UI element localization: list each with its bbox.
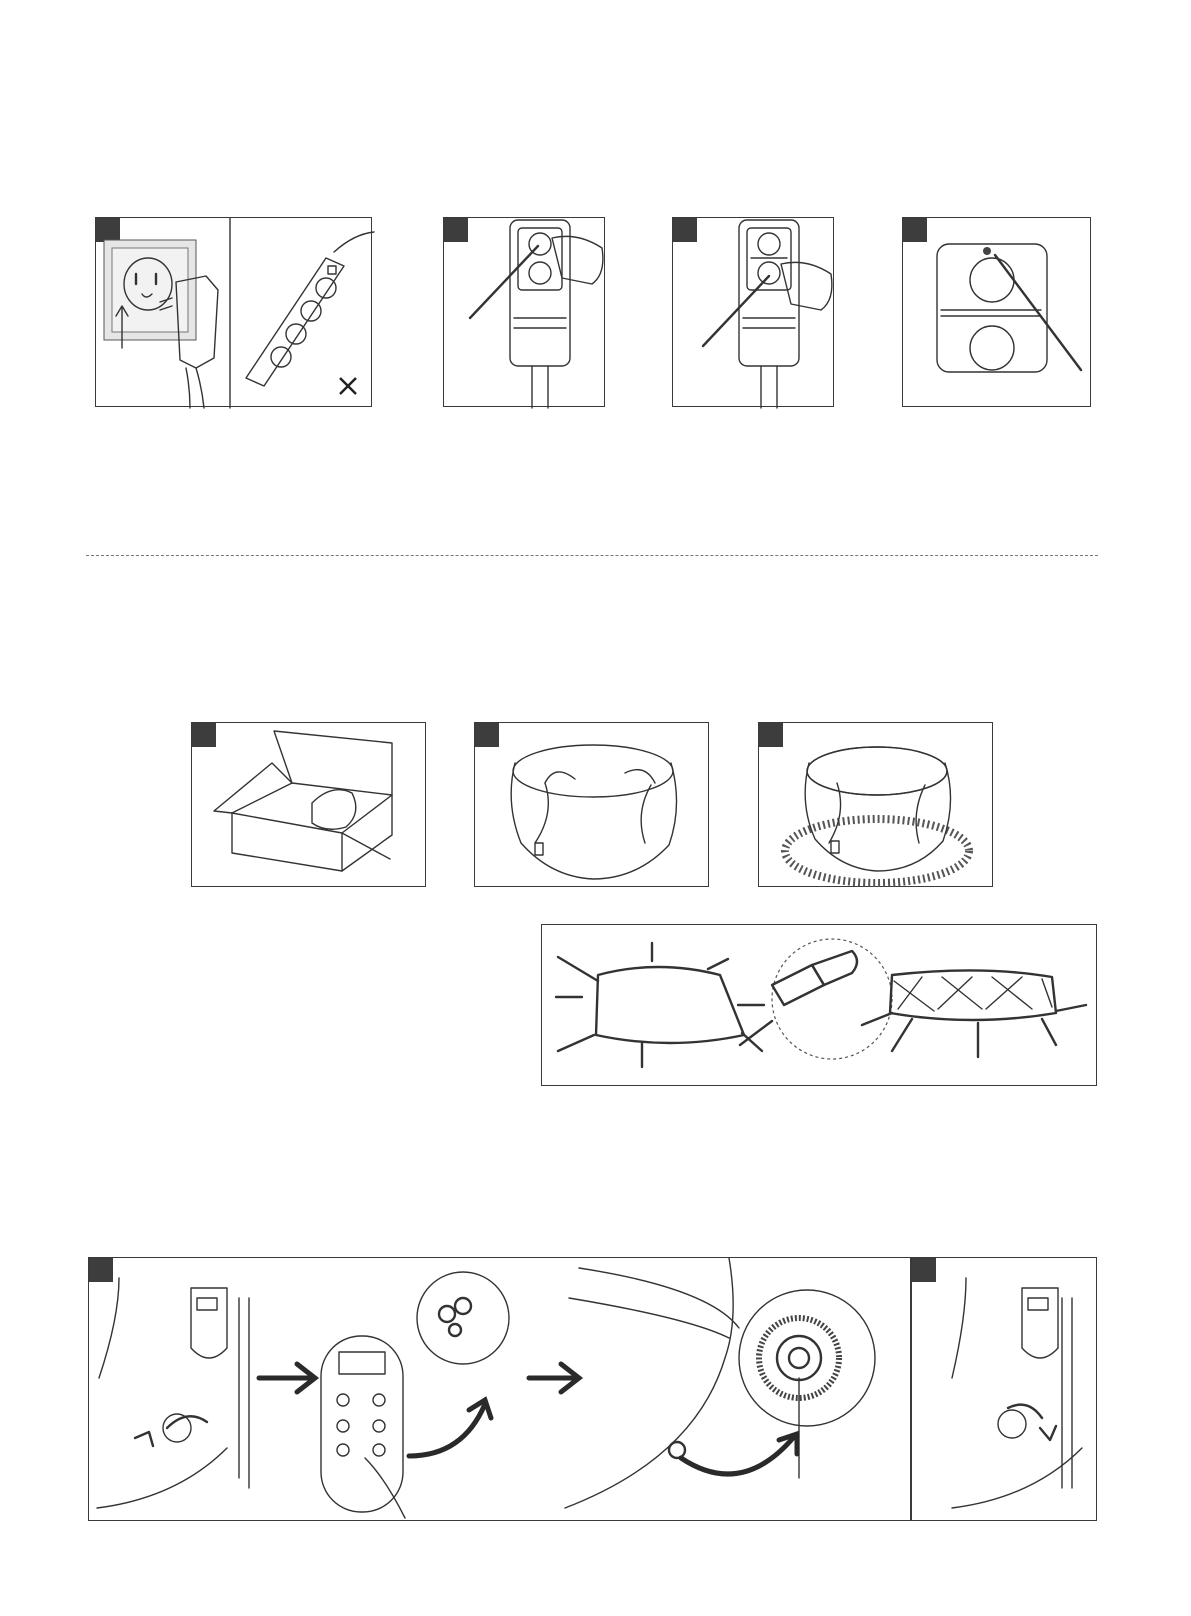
remote-closeup-icon (903, 218, 1092, 408)
panel-unbox (191, 722, 426, 887)
valve-knob-icon (912, 1258, 1098, 1522)
spa-on-mat-icon (759, 723, 994, 888)
panel-frame-and-buckles (541, 924, 1097, 1086)
panel-control-panel-to-valve (88, 1257, 911, 1521)
panel-place-on-mat (758, 722, 993, 887)
panel-indicator-light (902, 217, 1091, 407)
panel-close-valve (911, 1257, 1097, 1521)
control-panel-icon (89, 1258, 912, 1522)
panel-plug-in (95, 217, 372, 407)
section-divider (86, 555, 1098, 556)
frame-buckle-icon (542, 925, 1098, 1087)
pump-remote-icon (673, 218, 835, 408)
panel-unfold-spa (474, 722, 709, 887)
pump-remote-icon (444, 218, 606, 408)
deflated-spa-icon (475, 723, 710, 888)
panel-press-top-button (443, 217, 605, 407)
open-box-icon (192, 723, 427, 888)
power-strip-icon (96, 218, 373, 408)
panel-press-lower-button (672, 217, 834, 407)
